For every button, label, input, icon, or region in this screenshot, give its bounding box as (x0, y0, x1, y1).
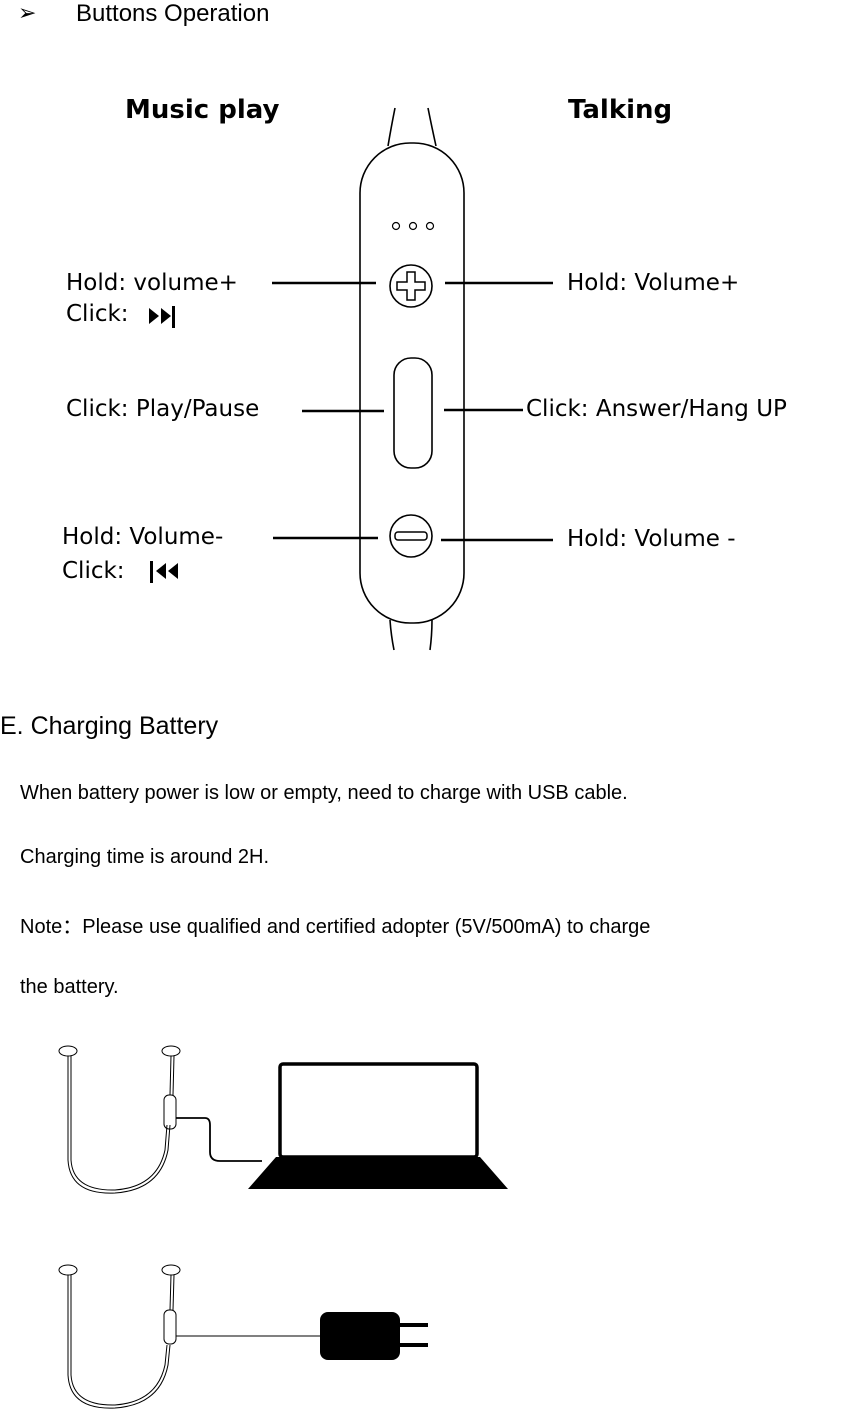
section-title-charging: E. Charging Battery (0, 712, 219, 740)
earphones-charger-illustration (58, 1264, 428, 1409)
music-play-pause-label: Click: Play/Pause (66, 396, 260, 422)
minus-icon (389, 514, 433, 558)
charging-paragraph: When battery power is low or empty, need… (20, 782, 628, 804)
talking-answer-label: Click: Answer/Hang UP (526, 396, 787, 422)
play-pause-button-shape (393, 357, 433, 469)
music-plus-click-label: Click: (66, 301, 129, 327)
music-plus-hold-label: Hold: volume+ (66, 270, 238, 296)
charging-paragraph: Note：Please use qualified and certified … (20, 916, 651, 938)
music-minus-click-label: Click: (62, 558, 125, 584)
music-play-header: Music play (125, 95, 280, 125)
talking-minus-label: Hold: Volume - (567, 526, 736, 552)
previous-track-icon (150, 561, 178, 583)
talking-header: Talking (568, 95, 673, 125)
plus-icon (389, 264, 433, 308)
charging-paragraph: the battery. (20, 976, 119, 998)
talking-plus-label: Hold: Volume+ (567, 270, 740, 296)
section-title-buttons: Buttons Operation (76, 0, 270, 27)
next-track-icon (149, 306, 175, 328)
bullet-arrow-icon: ➢ (18, 0, 37, 25)
music-minus-hold-label: Hold: Volume- (62, 524, 224, 550)
charging-paragraph: Charging time is around 2H. (20, 846, 270, 868)
earphones-laptop-illustration (58, 1045, 508, 1194)
